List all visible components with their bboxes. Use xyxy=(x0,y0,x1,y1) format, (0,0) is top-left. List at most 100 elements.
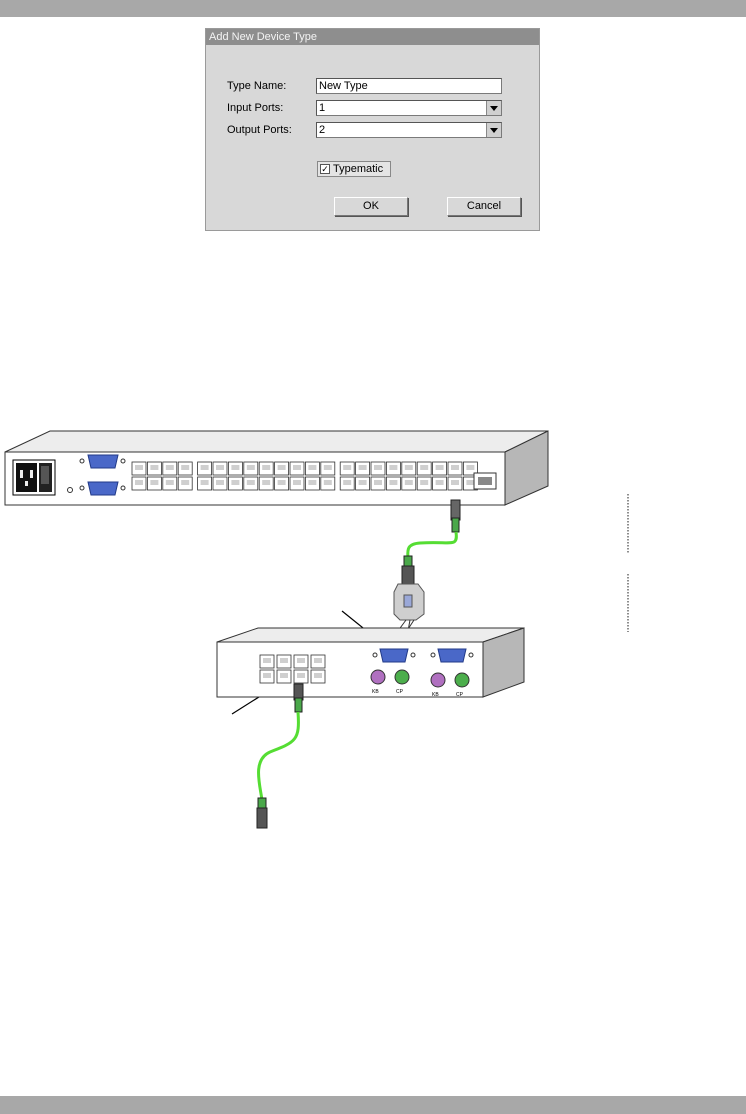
ps2-mouse-port-icon xyxy=(394,669,410,685)
output-ports-value: 2 xyxy=(319,124,326,136)
input-ports-select[interactable]: 1 xyxy=(316,100,502,116)
rj45-jack-inner xyxy=(420,465,429,470)
rj45-jack-icon xyxy=(339,476,355,491)
rj45-jack-icon xyxy=(162,476,178,491)
rj45-jack-icon xyxy=(258,476,274,491)
rj45-jack-icon xyxy=(293,654,309,669)
vga-port-icon xyxy=(430,648,474,663)
rj45-jack-icon xyxy=(212,476,228,491)
rj45-jack-icon xyxy=(304,461,320,476)
rj45-jack-inner xyxy=(280,658,288,663)
rj45-jack-icon xyxy=(304,476,320,491)
rj45-jack-inner xyxy=(435,465,444,470)
cancel-button[interactable]: Cancel xyxy=(447,197,521,216)
cat5-cable xyxy=(256,683,304,829)
ps2-label: KB xyxy=(432,692,439,698)
rj45-jack-icon xyxy=(227,461,243,476)
rj45-jack-inner xyxy=(404,480,413,485)
rj45-jack-inner xyxy=(420,480,429,485)
vga-port-icon xyxy=(79,481,126,496)
rj45-jack-inner xyxy=(165,465,174,470)
rj45-jack-inner xyxy=(297,673,305,678)
rj45-port-bank xyxy=(259,654,326,684)
rj45-jack-inner xyxy=(374,480,382,485)
rj45-jack-inner xyxy=(297,658,305,663)
rj45-jack-inner xyxy=(135,465,143,470)
rj45-jack-inner xyxy=(358,480,367,485)
rj45-jack-icon xyxy=(274,476,290,491)
expansion-unit: KB CP KB CP xyxy=(216,627,525,698)
rj45-jack-icon xyxy=(320,461,336,476)
page-footer-bar xyxy=(0,1096,746,1114)
ethernet-port-icon xyxy=(473,472,497,490)
rj45-jack-inner xyxy=(466,480,475,485)
rj45-jack-icon xyxy=(310,669,326,684)
typematic-checkbox[interactable]: ✓ Typematic xyxy=(317,161,391,177)
rj45-jack-icon xyxy=(197,461,213,476)
rj45-jack-inner xyxy=(280,673,288,678)
rj45-jack-icon xyxy=(385,461,401,476)
rj45-jack-inner xyxy=(181,480,190,485)
rj45-jack-icon xyxy=(416,476,432,491)
typematic-label: Typematic xyxy=(333,163,384,175)
kvm-switch-unit xyxy=(4,430,549,506)
rj45-jack-icon xyxy=(447,476,463,491)
rj45-jack-icon xyxy=(432,476,448,491)
add-device-type-dialog: Add New Device Type Type Name: New Type … xyxy=(205,28,540,231)
rj45-jack-icon xyxy=(177,476,193,491)
power-socket-icon xyxy=(12,459,56,496)
rj45-jack-inner xyxy=(135,480,143,485)
vga-port-icon xyxy=(79,454,126,469)
rj45-jack-icon xyxy=(243,476,259,491)
rj45-jack-inner xyxy=(216,465,224,470)
input-ports-label: Input Ports: xyxy=(227,102,284,114)
rj45-jack-inner xyxy=(263,673,271,678)
chevron-down-icon[interactable] xyxy=(486,101,501,115)
page-header-bar xyxy=(0,0,746,17)
rj45-jack-icon xyxy=(310,654,326,669)
rj45-jack-icon xyxy=(320,476,336,491)
rj45-jack-icon xyxy=(293,669,309,684)
rj45-jack-icon xyxy=(339,461,355,476)
rj45-jack-icon xyxy=(401,461,417,476)
rj45-jack-inner xyxy=(435,480,444,485)
rj45-jack-inner xyxy=(231,465,240,470)
ps2-mouse-port-icon xyxy=(454,672,470,688)
rj45-jack-inner xyxy=(165,480,174,485)
type-name-input[interactable]: New Type xyxy=(316,78,502,94)
rj45-jack-icon xyxy=(370,476,386,491)
rj45-jack-icon xyxy=(447,461,463,476)
rj45-jack-inner xyxy=(343,465,352,470)
ps2-keyboard-port-icon xyxy=(430,672,446,688)
rj45-jack-inner xyxy=(404,465,413,470)
rj45-jack-inner xyxy=(263,658,271,663)
chevron-down-icon[interactable] xyxy=(486,123,501,137)
rj45-jack-icon xyxy=(177,461,193,476)
rj45-jack-icon xyxy=(370,461,386,476)
rj45-jack-inner xyxy=(150,480,159,485)
rj45-jack-inner xyxy=(466,465,475,470)
pointer-arrow xyxy=(341,610,379,641)
rj45-jack-icon xyxy=(162,461,178,476)
rj45-jack-inner xyxy=(293,465,301,470)
rj45-jack-inner xyxy=(150,465,159,470)
ps2-label: CP xyxy=(396,689,404,695)
ok-button[interactable]: OK xyxy=(334,197,408,216)
rj45-jack-icon xyxy=(462,461,478,476)
rj45-jack-inner xyxy=(308,480,317,485)
rj45-jack-icon xyxy=(462,476,478,491)
rj45-jack-inner xyxy=(308,465,317,470)
rj45-jack-inner xyxy=(262,480,271,485)
ps2-keyboard-port-icon xyxy=(370,669,386,685)
rj45-jack-inner xyxy=(374,465,382,470)
dialog-title: Add New Device Type xyxy=(206,29,539,45)
rj45-jack-icon xyxy=(355,461,371,476)
output-ports-label: Output Ports: xyxy=(227,124,292,136)
output-ports-select[interactable]: 2 xyxy=(316,122,502,138)
rj45-jack-icon xyxy=(432,461,448,476)
rj45-jack-icon xyxy=(276,654,292,669)
vga-port-icon xyxy=(372,648,416,663)
rj45-jack-icon xyxy=(289,476,305,491)
rj45-jack-icon xyxy=(243,461,259,476)
rj45-jack-inner xyxy=(246,465,255,470)
